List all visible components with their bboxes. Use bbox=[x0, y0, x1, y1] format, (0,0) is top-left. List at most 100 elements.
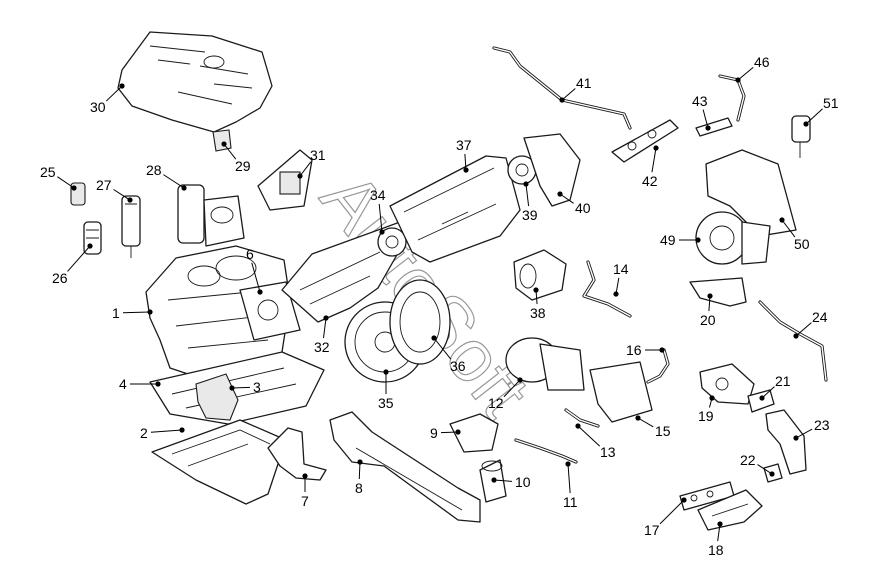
leader-line bbox=[795, 322, 812, 337]
callout-number: 34 bbox=[370, 187, 386, 203]
part-gasket bbox=[239, 281, 301, 341]
callout-number: 22 bbox=[740, 452, 756, 468]
leader-line bbox=[795, 428, 813, 439]
leader-line bbox=[358, 461, 361, 480]
callout-43: 43 bbox=[692, 93, 711, 131]
callout-number: 51 bbox=[823, 95, 839, 111]
leader-dot bbox=[533, 287, 539, 293]
part-engine-cover bbox=[117, 31, 273, 133]
callout-number: 13 bbox=[600, 444, 616, 460]
leader-line bbox=[493, 479, 513, 482]
part-subframe bbox=[329, 411, 481, 523]
leader-line bbox=[299, 161, 312, 177]
callout-number: 38 bbox=[530, 305, 546, 321]
callout-11: 11 bbox=[563, 461, 578, 510]
callout-number: 15 bbox=[655, 423, 671, 439]
leader-dot bbox=[707, 293, 713, 299]
callout-number: 31 bbox=[310, 147, 326, 163]
callout-number: 2 bbox=[140, 425, 148, 441]
callout-38: 38 bbox=[530, 287, 546, 321]
leader-line bbox=[323, 317, 327, 339]
callout-12: 12 bbox=[488, 377, 523, 411]
leader-dot bbox=[431, 335, 437, 341]
leader-dot bbox=[455, 429, 461, 435]
callout-number: 21 bbox=[775, 373, 791, 389]
leader-dot bbox=[659, 347, 665, 353]
leader-line bbox=[567, 463, 571, 494]
callout-4: 4 bbox=[119, 376, 161, 392]
callout-number: 1 bbox=[112, 305, 120, 321]
callout-14: 14 bbox=[613, 261, 629, 297]
callout-30: 30 bbox=[90, 83, 125, 115]
callout-number: 17 bbox=[644, 522, 660, 538]
callout-number: 19 bbox=[698, 408, 714, 424]
leader-dot bbox=[759, 395, 765, 401]
callout-number: 18 bbox=[708, 542, 724, 558]
callout-number: 43 bbox=[692, 93, 708, 109]
leader-dot bbox=[155, 381, 161, 387]
leader-line bbox=[717, 523, 721, 542]
leader-dot bbox=[695, 237, 701, 243]
callout-7: 7 bbox=[301, 473, 309, 509]
leader-line bbox=[659, 499, 685, 525]
callout-number: 39 bbox=[522, 207, 538, 223]
callout-50: 50 bbox=[779, 217, 810, 252]
callout-number: 10 bbox=[515, 474, 531, 490]
callout-20: 20 bbox=[700, 293, 716, 328]
leader-line bbox=[122, 311, 151, 314]
callout-number: 29 bbox=[235, 158, 251, 174]
leader-dot bbox=[717, 521, 723, 527]
leader-dot bbox=[221, 141, 227, 147]
leader-dot bbox=[565, 461, 571, 467]
leader-dot bbox=[229, 385, 235, 391]
leader-dot bbox=[635, 415, 641, 421]
callout-number: 23 bbox=[814, 417, 830, 433]
part-turbocharger bbox=[695, 211, 771, 265]
callout-number: 28 bbox=[146, 162, 162, 178]
leader-dot bbox=[575, 423, 581, 429]
part-cylinder-head-cover bbox=[389, 155, 521, 263]
callout-24: 24 bbox=[793, 309, 828, 339]
callout-40: 40 bbox=[557, 191, 591, 216]
callout-number: 9 bbox=[430, 425, 438, 441]
callout-number: 6 bbox=[246, 246, 254, 262]
callout-17: 17 bbox=[644, 497, 687, 538]
callout-number: 50 bbox=[794, 236, 810, 252]
leader-dot bbox=[705, 125, 711, 131]
part-cap bbox=[212, 129, 232, 152]
part-mount-bracket bbox=[449, 413, 499, 453]
part-turbo-bracket bbox=[689, 277, 747, 307]
callout-number: 32 bbox=[314, 339, 330, 355]
callout-49: 49 bbox=[660, 232, 701, 248]
leader-dot bbox=[709, 395, 715, 401]
leader-dot bbox=[779, 217, 785, 223]
leader-dot bbox=[769, 471, 775, 477]
leader-dot bbox=[793, 435, 799, 441]
callout-number: 11 bbox=[563, 494, 578, 510]
callout-number: 16 bbox=[626, 342, 642, 358]
part-egr-line bbox=[646, 348, 670, 384]
callout-number: 35 bbox=[378, 395, 394, 411]
leader-dot bbox=[119, 83, 125, 89]
part-injector bbox=[695, 117, 733, 137]
callout-number: 7 bbox=[301, 493, 309, 509]
callout-layer: 1234678910111213141516171819202122232425… bbox=[40, 54, 839, 558]
leader-line bbox=[223, 143, 237, 160]
callout-26: 26 bbox=[52, 243, 93, 286]
callout-35: 35 bbox=[378, 369, 394, 411]
callout-number: 37 bbox=[456, 137, 472, 153]
callout-number: 12 bbox=[488, 395, 504, 411]
leader-line bbox=[702, 109, 709, 129]
leader-dot bbox=[357, 459, 363, 465]
leader-line bbox=[737, 67, 754, 81]
callout-19: 19 bbox=[698, 395, 715, 424]
leader-line bbox=[559, 193, 574, 204]
leader-dot bbox=[681, 497, 687, 503]
leader-line bbox=[464, 153, 467, 171]
part-intercooler-hose bbox=[758, 300, 828, 382]
callout-23: 23 bbox=[793, 417, 830, 441]
leader-dot bbox=[379, 229, 385, 235]
callout-29: 29 bbox=[221, 141, 251, 174]
callout-39: 39 bbox=[522, 181, 538, 223]
